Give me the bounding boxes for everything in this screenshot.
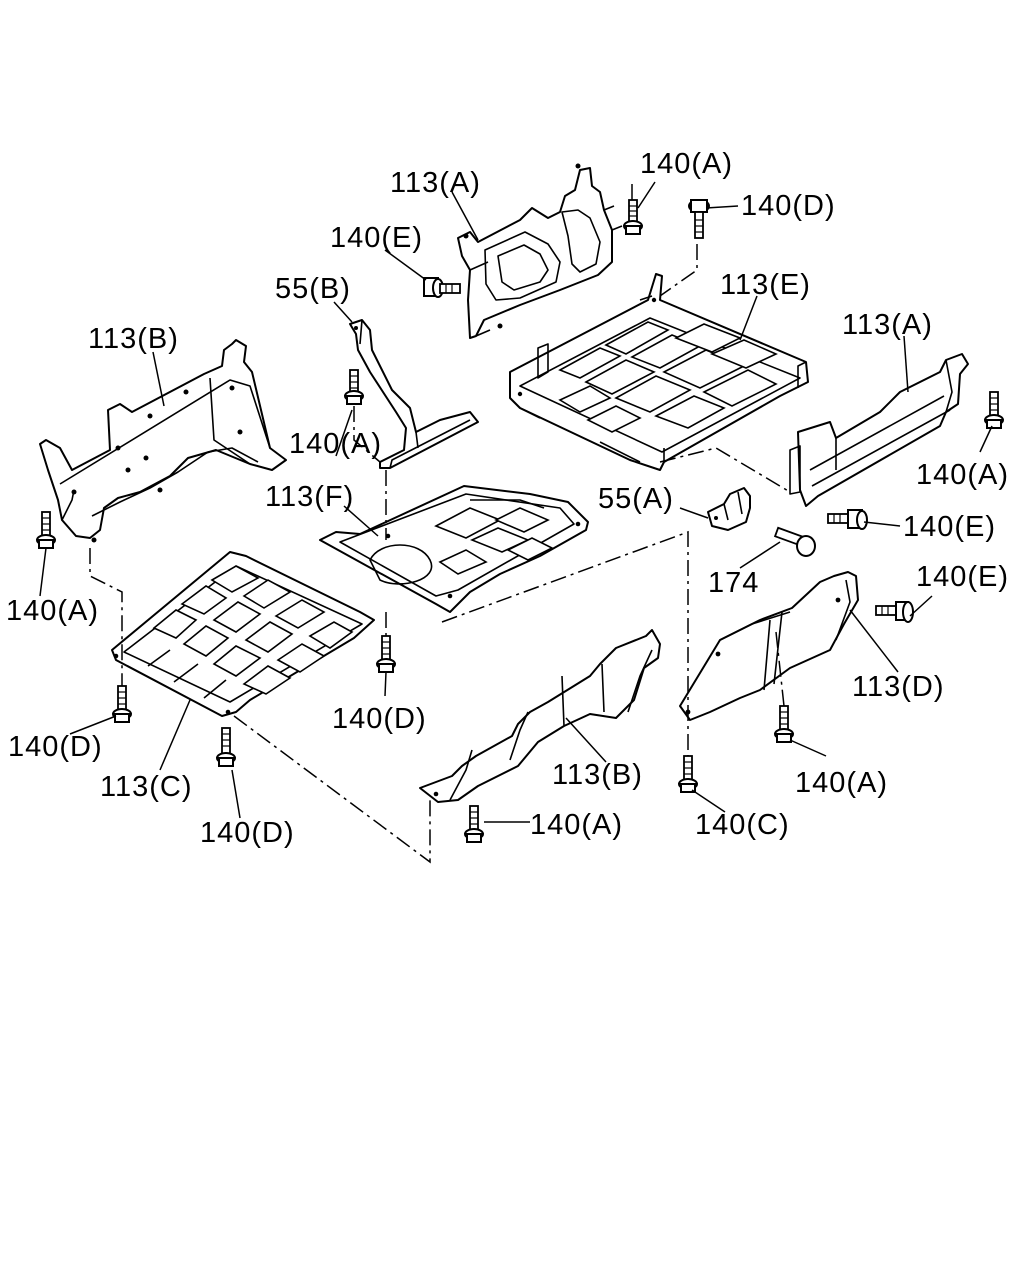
callout-140e-right: 140(E): [903, 511, 996, 543]
bolt-140a-bottom: [464, 805, 484, 843]
part-113b-lower-rail: [419, 629, 661, 803]
bolt-140e-right: [827, 509, 868, 530]
callout-113f: 113(F): [265, 481, 354, 513]
callout-140a-left: 140(A): [6, 595, 99, 627]
callout-113d: 113(D): [852, 671, 945, 703]
part-113c-grid-panel: [111, 551, 375, 717]
part-113e-grid-panel: [509, 273, 809, 471]
callout-140e-far: 140(E): [916, 561, 1009, 593]
bolt-140e-top: [423, 277, 461, 298]
callout-140d-center: 140(D): [332, 703, 427, 735]
part-113b-left-frame: [39, 339, 287, 543]
bolt-140a-top: [623, 199, 643, 235]
bolt-140d-left: [112, 685, 132, 723]
part-55b-bracket: [349, 319, 479, 469]
part-55a-bracket: [707, 487, 751, 531]
callout-113e: 113(E): [720, 269, 811, 301]
part-113a-right-rail: [789, 353, 969, 507]
callout-113b-left: 113(B): [88, 323, 179, 355]
bolt-140a-left: [36, 511, 56, 549]
bolt-140a-mid: [344, 369, 364, 405]
bolt-140d-center: [376, 635, 396, 673]
assembly-lines: [89, 184, 791, 864]
part-113d-side-panel: [679, 571, 859, 721]
bolt-140a-lower-right: [774, 705, 794, 743]
callout-140a-top: 140(A): [640, 148, 733, 180]
part-113f-plate: [319, 485, 589, 613]
callout-140a-right: 140(A): [916, 459, 1009, 491]
bolt-140c: [678, 755, 698, 793]
callout-140c: 140(C): [695, 809, 790, 841]
callout-55a: 55(A): [598, 483, 674, 515]
callout-113a-top: 113(A): [390, 167, 481, 199]
bolt-140a-right: [984, 391, 1004, 429]
callout-labels: 113(A) 140(A) 140(D) 140(E) 55(B) 113(E)…: [6, 148, 1009, 849]
callout-140a-bottom: 140(A): [530, 809, 623, 841]
callout-140d-bottom: 140(D): [200, 817, 295, 849]
callout-140a-mid: 140(A): [289, 428, 382, 460]
callout-140d-left: 140(D): [8, 731, 103, 763]
bolt-174: [773, 526, 816, 557]
bolt-140d-bottom: [216, 727, 236, 767]
callout-140d-top: 140(D): [741, 190, 836, 222]
bolt-140e-far: [875, 601, 914, 623]
leader-lines: [39, 181, 993, 823]
callout-113b-bottom: 113(B): [552, 759, 643, 791]
part-113a-top-bracket: [457, 163, 623, 339]
callout-174: 174: [708, 567, 759, 599]
callout-140e-top: 140(E): [330, 222, 423, 254]
callout-55b: 55(B): [275, 273, 351, 305]
callout-113a-right: 113(A): [842, 309, 933, 341]
bolt-140d-top: [688, 199, 710, 239]
callout-113c: 113(C): [100, 771, 193, 803]
callout-140a-lower-right: 140(A): [795, 767, 888, 799]
